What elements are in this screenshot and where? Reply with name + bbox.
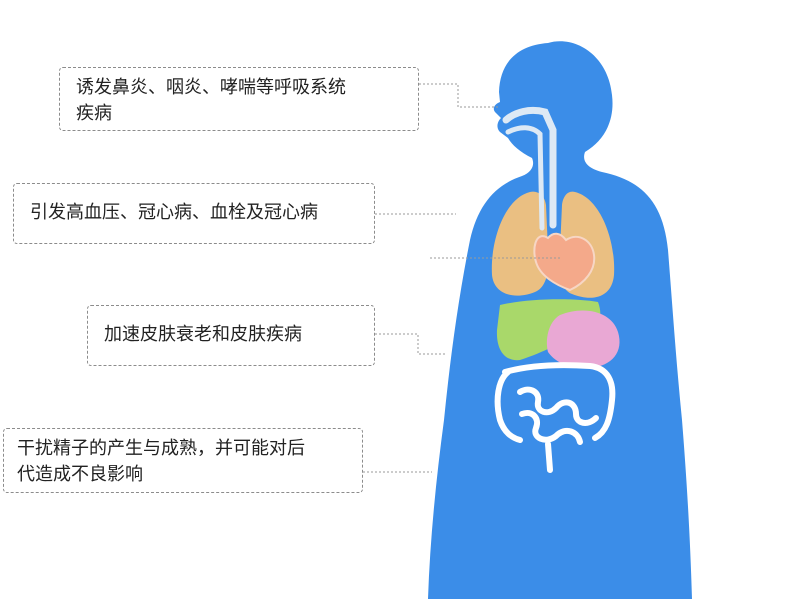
intestines [494, 362, 616, 473]
callout-reproductive-effects: 干扰精子的产生与成熟，并可能对后 代造成不良影响 [3, 428, 363, 493]
callout-skin-aging: 加速皮肤衰老和皮肤疾病 [87, 305, 375, 366]
stomach [546, 310, 620, 369]
callout-line: 引发高血压、冠心病、血栓及冠心病 [30, 202, 318, 223]
lung-left [491, 191, 549, 296]
callout-respiratory-diseases: 诱发鼻炎、咽炎、哮喘等呼吸系统 疾病 [59, 67, 419, 131]
callout-line: 代造成不良影响 [17, 464, 143, 485]
callout-line: 诱发鼻炎、咽炎、哮喘等呼吸系统 [76, 77, 346, 98]
airway [502, 106, 557, 229]
heart [533, 232, 596, 292]
callout-line: 疾病 [76, 103, 112, 124]
connector-lines [363, 83, 560, 473]
esophagus [505, 125, 545, 231]
callout-line: 加速皮肤衰老和皮肤疾病 [104, 324, 302, 345]
callout-line: 干扰精子的产生与成熟，并可能对后 [17, 438, 305, 459]
callout-cardiovascular-diseases: 引发高血压、冠心病、血栓及冠心病 [13, 183, 375, 244]
